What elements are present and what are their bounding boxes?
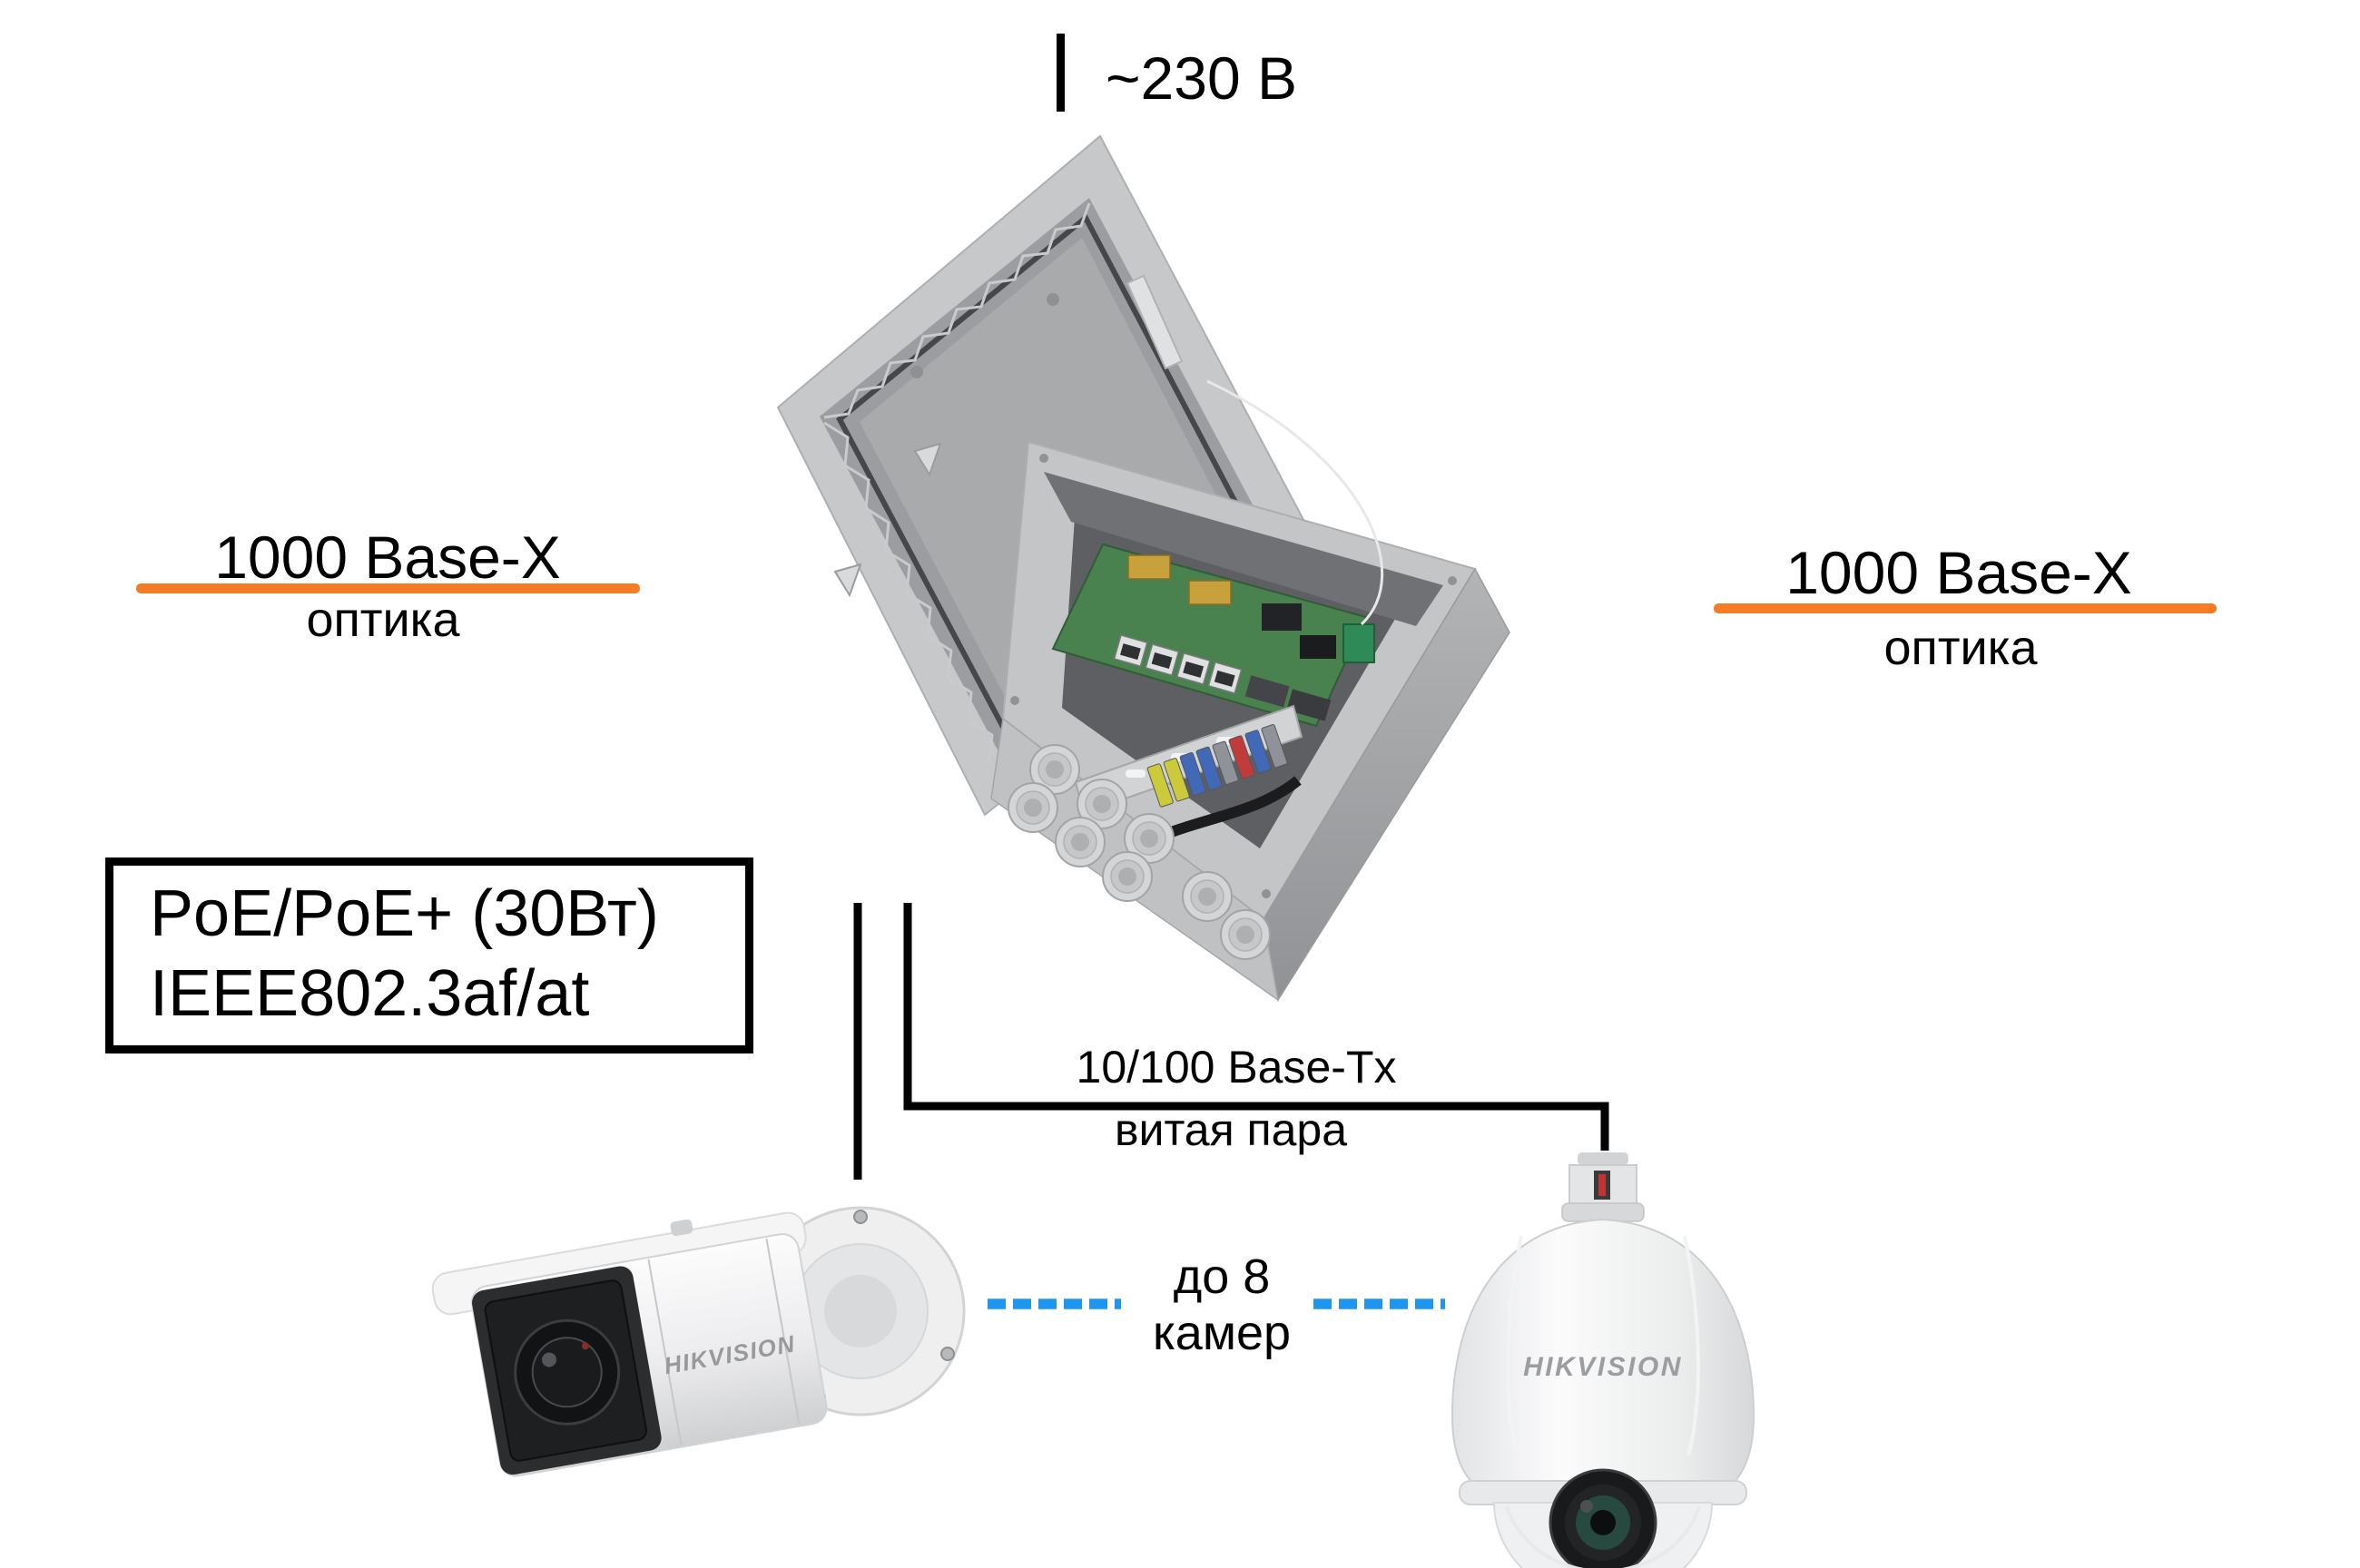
dome-glass — [1492, 1468, 1714, 1568]
cable-to-dome-camera — [903, 903, 1609, 1151]
power-line — [1057, 34, 1065, 112]
poe-spec-line1: PoE/PoE+ (30Вт) — [150, 877, 659, 950]
right-optical-subtitle: оптика — [1883, 621, 2038, 675]
left-optical-title: 1000 Base-X — [214, 524, 561, 591]
ethernet-ports — [1113, 634, 1332, 721]
dome-mount-cap — [1578, 1152, 1628, 1165]
ground-wire — [1206, 379, 1384, 626]
switch-pcb — [1051, 379, 1384, 728]
camera-capacity-label: до 8 камер — [1153, 1249, 1291, 1361]
lid-truss-pattern-top — [823, 202, 1091, 419]
right-optical-title: 1000 Base-X — [1785, 539, 2132, 606]
poe-spec-box: PoE/PoE+ (30Вт) IEEE802.3af/at — [105, 858, 753, 1054]
twisted-pair-title: 10/100 Base-Tx — [1076, 1042, 1397, 1093]
sfp-cage — [1244, 675, 1290, 708]
pin-header — [1127, 554, 1171, 580]
switch-box-illustration — [776, 134, 1510, 1003]
dome-camera-illustration: HIKVISION — [1450, 1152, 1755, 1568]
switch-box-body — [990, 379, 1510, 1003]
pin-header — [1188, 580, 1232, 605]
power-label: ~230 В — [1106, 44, 1298, 112]
sfp-cage — [1286, 689, 1332, 721]
terminal-blocks — [1146, 724, 1288, 808]
right-optical-line — [1714, 603, 2217, 613]
poe-spec-line2: IEEE802.3af/at — [150, 957, 590, 1030]
lid-latch — [833, 563, 862, 598]
camera-capacity-line1: до 8 — [1173, 1250, 1271, 1304]
terminal-connector — [1342, 623, 1375, 663]
lid-hinge-bracket — [1126, 274, 1184, 370]
bullet-camera-body: HIKVISION — [431, 1211, 828, 1477]
left-optical-subtitle: оптика — [306, 593, 460, 647]
left-optical-line — [136, 583, 640, 593]
twisted-pair-subtitle: витая пара — [1114, 1104, 1348, 1155]
camera-capacity-line2: камер — [1152, 1306, 1292, 1360]
lid-latch — [913, 442, 942, 477]
dome-camera-brand: HIKVISION — [1523, 1352, 1683, 1382]
lid-truss-pattern-left — [823, 421, 994, 763]
bullet-camera-illustration: HIKVISION — [431, 1206, 966, 1477]
